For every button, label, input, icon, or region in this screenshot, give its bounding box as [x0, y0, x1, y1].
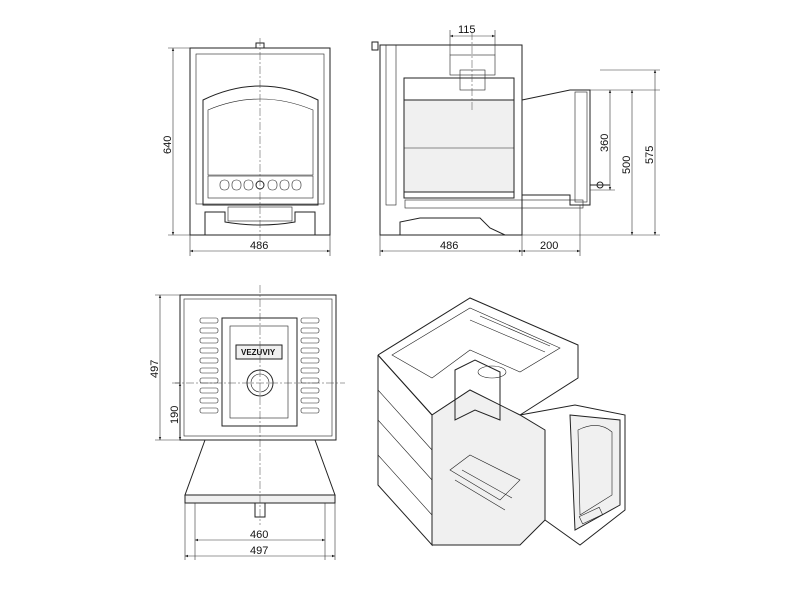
- front-height-label: 640: [162, 136, 174, 154]
- flue-width-label: 115: [458, 24, 476, 36]
- front-width-label: 486: [250, 240, 268, 252]
- top-view: VEZUVIY 497 190 460 497: [149, 285, 345, 560]
- dim-360-label: 360: [599, 134, 611, 152]
- front-view: 640 486: [162, 38, 331, 256]
- dim-500-label: 500: [621, 156, 633, 174]
- door-handles-icon: [219, 179, 302, 191]
- door-width-label: 460: [250, 529, 268, 541]
- vent-slots-icon: [199, 317, 320, 414]
- side-view: 115 486 200 360 500 575: [371, 24, 660, 256]
- side-depth-label: 486: [440, 240, 458, 252]
- dim-575-label: 575: [644, 146, 656, 164]
- top-depth-label: 497: [149, 360, 161, 378]
- flue-offset-label: 190: [169, 406, 181, 424]
- brand-logo: VEZUVIY: [241, 348, 276, 357]
- isometric-view: [377, 297, 626, 547]
- door-projection-label: 200: [540, 240, 558, 252]
- top-width-label: 497: [250, 545, 268, 557]
